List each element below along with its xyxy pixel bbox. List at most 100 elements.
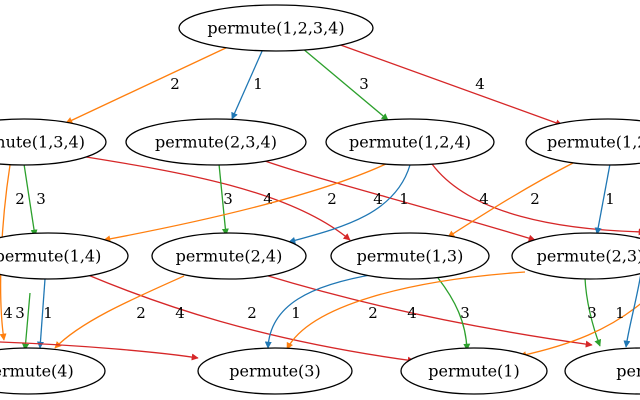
edge-path	[431, 163, 640, 236]
edge-label: 3	[587, 304, 597, 322]
edge-1234-to-234: 1	[231, 48, 264, 120]
node-134[interactable]: permute(1,3,4)	[0, 118, 107, 166]
node-ellipse	[564, 347, 640, 395]
edge-path	[264, 274, 593, 348]
edge-24-to-2: 4	[264, 274, 593, 348]
node-24[interactable]: permute(2,4)	[151, 232, 307, 280]
node-label: permute(1,2,3,4)	[207, 19, 344, 38]
edge-path	[36, 278, 46, 349]
edge-path	[264, 273, 377, 349]
node-label: permute(1,4)	[0, 247, 101, 266]
node-ellipse	[330, 232, 490, 280]
node-label: permute(2)	[616, 362, 640, 381]
node-ellipse	[0, 347, 106, 395]
edge-label: 2	[247, 304, 257, 322]
node-123[interactable]: permute(1,2,3)	[525, 118, 640, 166]
edge-path	[286, 271, 526, 350]
node-ellipse	[400, 347, 548, 395]
edge-path	[79, 155, 351, 241]
edge-13-to-3: 1	[264, 273, 377, 349]
edge-label: 3	[15, 304, 25, 322]
edge-234-to-23: 4	[264, 160, 536, 242]
edge-label: 4	[3, 304, 13, 322]
node-label: permute(3)	[229, 362, 320, 381]
edge-14-to-4: 1	[36, 278, 53, 349]
edge-label: 1	[253, 75, 263, 93]
node-ellipse	[178, 4, 374, 52]
edge-label: 3	[223, 190, 233, 208]
edge-label: 3	[359, 75, 369, 93]
node-14[interactable]: permute(1,4)	[0, 232, 129, 280]
edge-path	[584, 277, 602, 347]
node-label: permute(4)	[0, 362, 74, 381]
edge-24-to-4: 2	[54, 275, 185, 349]
edge-14-to-1: 4	[87, 274, 415, 364]
edge-12-to-2: 1	[615, 274, 640, 348]
edge-123-to-23: 1	[594, 163, 615, 235]
edge-134-to-14: 3	[23, 163, 46, 237]
node-ellipse	[0, 118, 107, 166]
node-label: permute(1,2,3)	[547, 133, 640, 152]
edge-path	[54, 275, 185, 349]
edge-path	[65, 45, 231, 124]
edge-123-to-13: 2	[447, 162, 574, 238]
edge-path	[288, 164, 411, 244]
node-1234[interactable]: permute(1,2,3,4)	[178, 4, 374, 52]
edge-path	[0, 341, 199, 361]
edge-label: 4	[479, 190, 489, 208]
node-4[interactable]: permute(4)	[0, 347, 106, 395]
edge-label: 3	[460, 304, 470, 322]
edge-1234-to-124: 3	[301, 47, 389, 121]
edge-label: 4	[263, 190, 273, 208]
edge-label: 4	[373, 190, 383, 208]
edge-path	[87, 274, 415, 364]
node-23[interactable]: permute(2,3)	[511, 232, 640, 280]
node-ellipse	[325, 118, 495, 166]
edge-path	[447, 162, 574, 238]
edge-134-to-13: 4	[79, 155, 351, 241]
node-label: permute(1,2,4)	[349, 133, 471, 152]
edge-label: 1	[399, 190, 409, 208]
node-ellipse	[197, 347, 353, 395]
node-label: permute(1)	[428, 362, 519, 381]
node-1[interactable]: permute(1)	[400, 347, 548, 395]
node-ellipse	[151, 232, 307, 280]
edge-124-to-12: 4	[431, 163, 640, 236]
edge-label: 4	[175, 304, 185, 322]
edge-23-to-2: 3	[584, 277, 602, 347]
node-label: permute(1,3,4)	[0, 133, 85, 152]
edge-path	[264, 160, 536, 242]
edge-path	[623, 274, 640, 348]
node-ellipse	[525, 118, 640, 166]
node-3[interactable]: permute(3)	[197, 347, 353, 395]
edge-path	[437, 277, 471, 351]
edge-label: 2	[136, 304, 146, 322]
edge-label: 1	[291, 304, 301, 322]
edge-path	[231, 48, 264, 120]
node-234[interactable]: permute(2,3,4)	[125, 118, 307, 166]
node-124[interactable]: permute(1,2,4)	[325, 118, 495, 166]
edge-label: 1	[615, 304, 625, 322]
edge-path	[334, 42, 563, 127]
node-13[interactable]: permute(1,3)	[330, 232, 490, 280]
edge-layer: 2 1 3 4 3 4 2 3	[0, 42, 640, 364]
node-ellipse	[125, 118, 307, 166]
edge-34-to-3: 4	[0, 304, 199, 361]
edge-label: 2	[368, 304, 378, 322]
edge-path	[23, 163, 38, 237]
node-ellipse	[511, 232, 640, 280]
edge-124-to-24: 1	[288, 164, 411, 244]
edge-label: 3	[36, 190, 46, 208]
edge-label: 2	[170, 75, 180, 93]
node-ellipse	[0, 232, 129, 280]
edge-label: 2	[530, 190, 540, 208]
edge-path	[594, 163, 611, 235]
node-layer: permute(1,2,3,4) permute(1,3,4) permute(…	[0, 4, 640, 395]
edge-path	[103, 162, 389, 243]
node-2[interactable]: permute(2)	[564, 347, 640, 395]
node-label: permute(2,3)	[537, 247, 640, 266]
edge-label: 4	[475, 75, 485, 93]
edge-label: 2	[327, 190, 337, 208]
edge-13-to-1: 3	[437, 277, 471, 351]
